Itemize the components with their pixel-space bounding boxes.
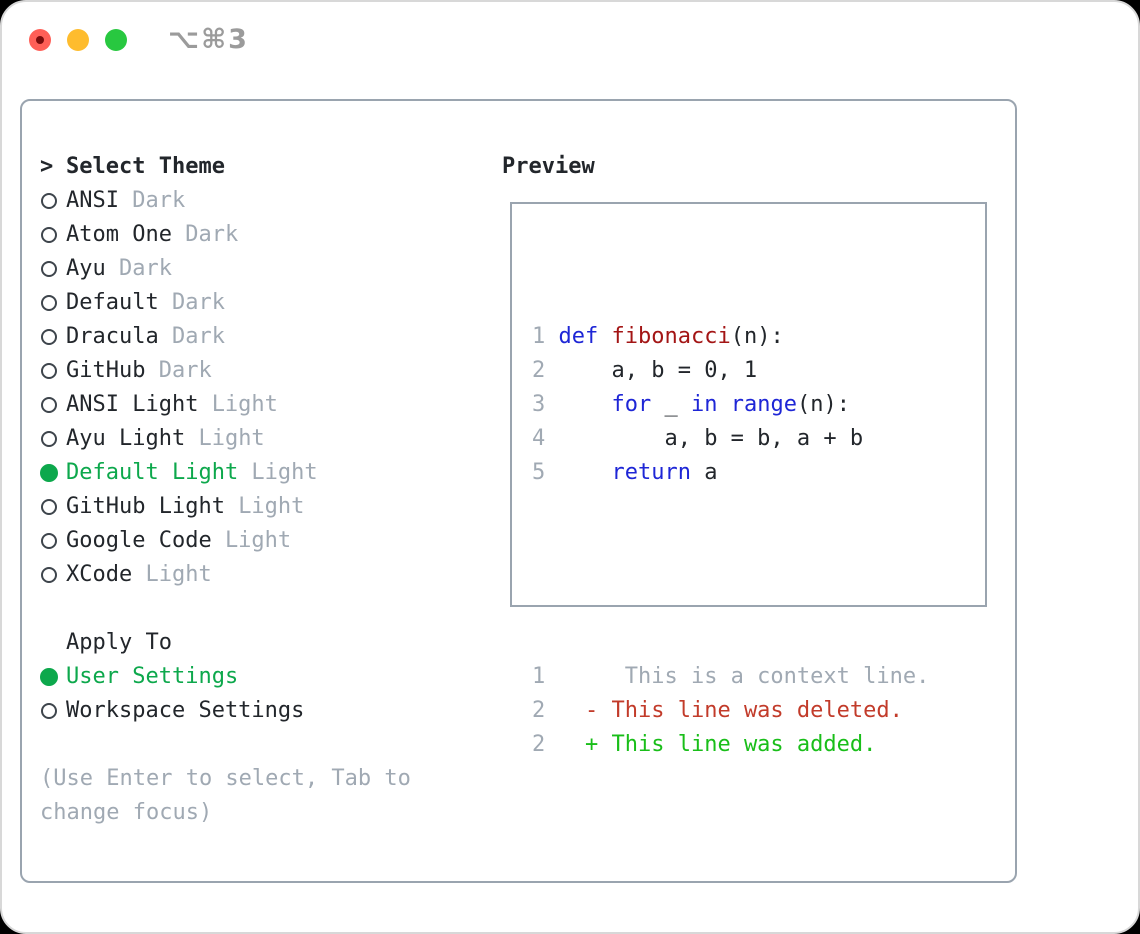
- theme-variant-tag: Dark: [171, 324, 225, 349]
- apply-option-user-settings[interactable]: User Settings: [40, 660, 470, 694]
- apply-to-header: Apply To: [40, 626, 470, 660]
- radio-selected-icon: [40, 464, 66, 482]
- theme-item-google-code[interactable]: Google Code Light: [40, 524, 470, 558]
- spacer: [532, 558, 929, 592]
- radio-icon: [40, 227, 66, 243]
- radio-icon: [40, 703, 66, 719]
- theme-item-ansi-light[interactable]: ANSI Light Light: [40, 388, 470, 422]
- radio-icon: [40, 193, 66, 209]
- theme-variant-tag: Light: [238, 494, 305, 519]
- theme-variant-tag: Dark: [171, 290, 225, 315]
- theme-name: GitHub Light: [66, 494, 225, 519]
- code-line: 3 for _ in range(n):: [532, 392, 850, 417]
- minimize-button[interactable]: [67, 29, 89, 51]
- theme-name: Default: [66, 290, 159, 315]
- radio-icon: [40, 567, 66, 583]
- title-bar: ⌥⌘3: [2, 2, 1138, 78]
- theme-variant-tag: Light: [224, 528, 292, 553]
- radio-icon: [40, 329, 66, 345]
- radio-icon: [40, 363, 66, 379]
- zoom-button[interactable]: [105, 29, 127, 51]
- apply-option-workspace-settings[interactable]: Workspace Settings: [40, 694, 470, 728]
- theme-item-github[interactable]: GitHub Dark: [40, 354, 470, 388]
- theme-item-ansi[interactable]: ANSI Dark: [40, 184, 470, 218]
- code-line: 2 a, b = 0, 1: [532, 358, 758, 383]
- theme-item-xcode[interactable]: XCode Light: [40, 558, 470, 592]
- theme-name: Atom One: [66, 222, 172, 247]
- theme-name: GitHub: [66, 358, 146, 383]
- theme-name: Dracula: [66, 324, 159, 349]
- prompt-icon: >: [40, 154, 54, 179]
- theme-item-default-light[interactable]: Default Light Light: [40, 456, 470, 490]
- theme-item-default[interactable]: Default Dark: [40, 286, 470, 320]
- radio-icon: [40, 295, 66, 311]
- apply-to-header-label: Apply To: [66, 630, 172, 655]
- theme-variant-tag: Dark: [132, 188, 186, 213]
- radio-icon: [40, 431, 66, 447]
- diff-line: 2 - This line was deleted.: [532, 698, 903, 723]
- theme-variant-tag: Light: [145, 562, 212, 587]
- theme-name: XCode: [66, 562, 133, 587]
- spacer: [40, 592, 470, 626]
- theme-variant-tag: Light: [251, 460, 318, 485]
- radio-icon: [40, 397, 66, 413]
- preview-header-label: Preview: [502, 154, 595, 179]
- diff-block: 1 This is a context line. 2 - This line w…: [532, 660, 929, 762]
- theme-name: Google Code: [66, 528, 212, 553]
- theme-item-ayu[interactable]: Ayu Dark: [40, 252, 470, 286]
- theme-name: Default Light: [66, 460, 239, 485]
- radio-icon: [40, 499, 66, 515]
- theme-item-ayu-light[interactable]: Ayu Light Light: [40, 422, 470, 456]
- radio-icon: [40, 533, 66, 549]
- window-title: ⌥⌘3: [168, 24, 249, 55]
- spacer: [40, 728, 470, 762]
- theme-variant-tag: Dark: [158, 358, 212, 383]
- select-theme-header: > Select Theme: [40, 150, 470, 184]
- code-line: 5 return a: [532, 460, 718, 485]
- select-theme-header-label: Select Theme: [66, 154, 225, 179]
- code-line: 1 def fibonacci(n):: [532, 324, 784, 349]
- keyboard-hint: (Use Enter to select, Tab to change focu…: [40, 766, 411, 825]
- theme-item-github-light[interactable]: GitHub Light Light: [40, 490, 470, 524]
- preview-pane: 1 def fibonacci(n): 2 a, b = 0, 1 3 for _ …: [510, 202, 987, 757]
- radio-icon: [40, 261, 66, 277]
- theme-item-dracula[interactable]: Dracula Dark: [40, 320, 470, 354]
- apply-option-label: Workspace Settings: [66, 698, 305, 723]
- theme-variant-tag: Light: [198, 426, 265, 451]
- code-block: 1 def fibonacci(n): 2 a, b = 0, 1 3 for _ …: [532, 320, 929, 490]
- apply-option-label: User Settings: [66, 664, 239, 689]
- theme-item-atom-one[interactable]: Atom One Dark: [40, 218, 470, 252]
- theme-name: ANSI: [66, 188, 119, 213]
- theme-name: Ayu Light: [66, 426, 186, 451]
- theme-name: ANSI Light: [66, 392, 199, 417]
- theme-variant-tag: Dark: [118, 256, 172, 281]
- theme-variant-tag: Light: [211, 392, 278, 417]
- diff-line: 2 + This line was added.: [532, 732, 877, 757]
- theme-name: Ayu: [66, 256, 106, 281]
- preview-code: 1 def fibonacci(n): 2 a, b = 0, 1 3 for _ …: [532, 252, 929, 830]
- close-button[interactable]: [29, 29, 51, 51]
- radio-selected-icon: [40, 668, 66, 686]
- diff-line: 1 This is a context line.: [532, 664, 930, 689]
- theme-variant-tag: Dark: [185, 222, 239, 247]
- traffic-lights: [29, 29, 127, 51]
- code-line: 4 a, b = b, a + b: [532, 426, 864, 451]
